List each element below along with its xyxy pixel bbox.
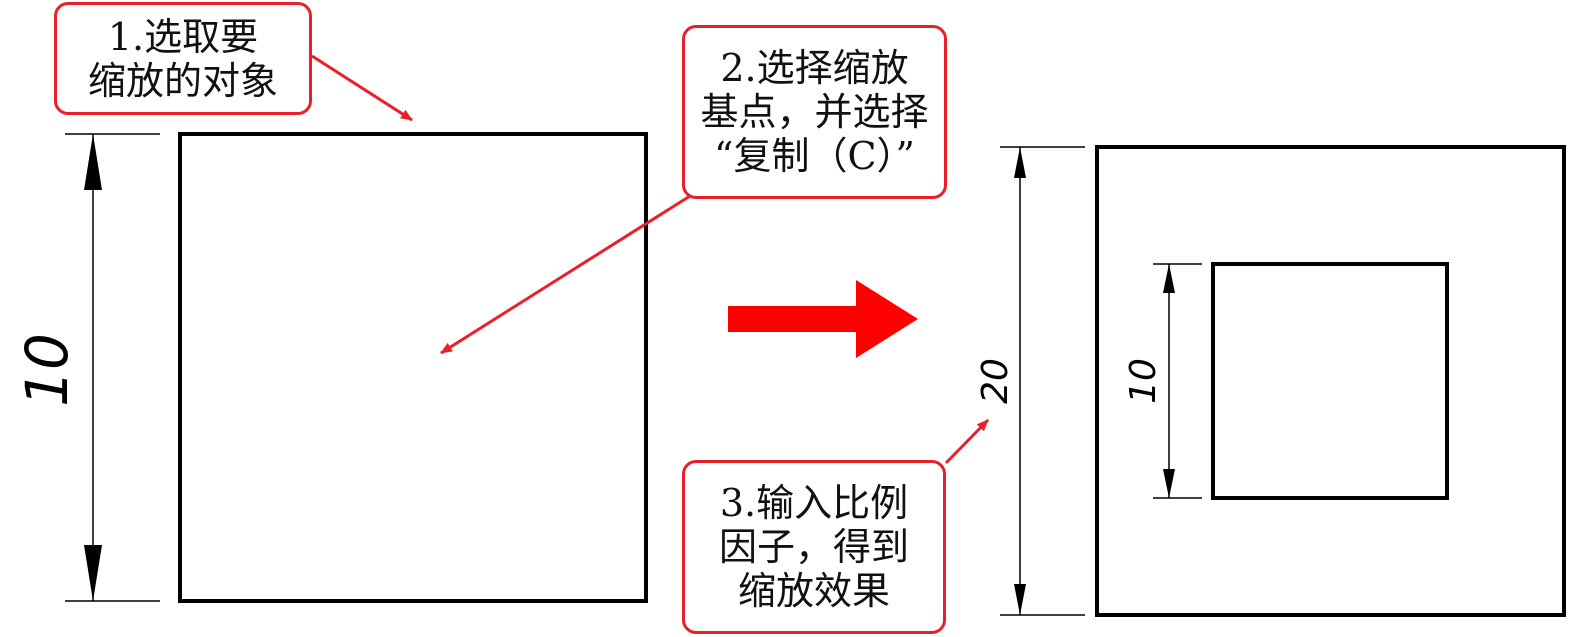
scaled-outer-square [1095, 145, 1566, 617]
leader-arrow-step1 [311, 54, 413, 122]
inner-dimension: 10 [1123, 263, 1202, 499]
callout-step3-line3: 缩放效果 [737, 569, 890, 613]
callout-step2-line1: 2.选择缩放 [720, 46, 909, 90]
original-square [178, 132, 648, 603]
callout-step2: 2.选择缩放 基点，并选择 “复制（C）” [682, 25, 947, 199]
callout-step2-line3: “复制（C）” [714, 134, 915, 178]
callout-step2-line2: 基点，并选择 [700, 90, 929, 134]
outer-dimension: 20 [975, 146, 1085, 616]
outer-dimension-label: 20 [975, 358, 1016, 404]
callout-step3-line1: 3.输入比例 [719, 481, 909, 525]
leader-arrow-step2 [440, 194, 691, 355]
callout-step3-line2: 因子，得到 [718, 525, 909, 569]
inner-dimension-label: 10 [1123, 358, 1164, 404]
transition-arrow [728, 280, 918, 358]
callout-step1-line2: 缩放的对象 [87, 58, 278, 103]
callout-step1-line1: 1.选取要 [107, 14, 259, 59]
leader-arrow-step3 [944, 418, 990, 465]
callout-step3: 3.输入比例 因子，得到 缩放效果 [682, 460, 946, 634]
left-dimension-label: 10 [13, 333, 81, 407]
callout-step1: 1.选取要 缩放的对象 [54, 2, 312, 115]
left-dimension: 10 [13, 133, 160, 602]
scaled-inner-square [1211, 262, 1449, 500]
